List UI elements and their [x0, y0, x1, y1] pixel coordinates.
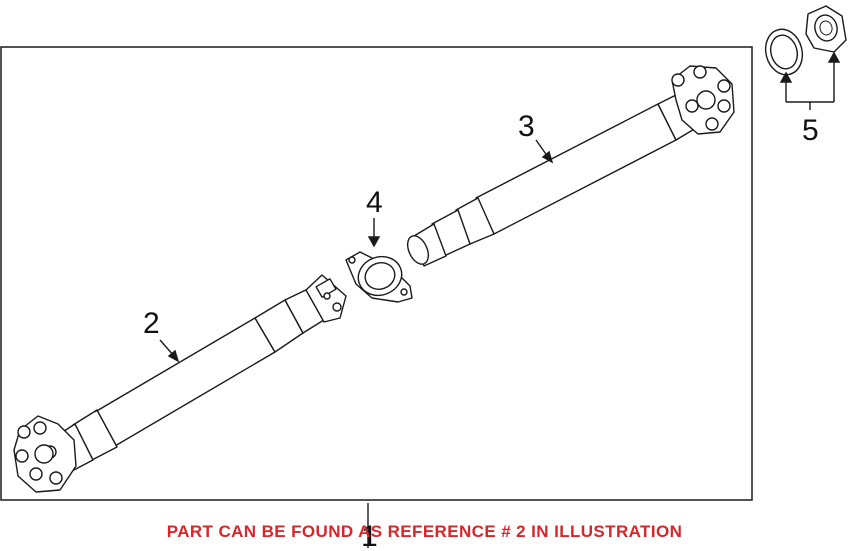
callout-5: 5	[802, 114, 819, 147]
nut[interactable]	[805, 5, 847, 53]
front-driveshaft[interactable]	[13, 274, 347, 493]
callout-4: 4	[366, 186, 383, 219]
center-support-bearing[interactable]	[345, 251, 413, 303]
diagram-frame	[0, 46, 753, 501]
callout-1: 1	[361, 520, 378, 551]
leader-lines	[159, 51, 841, 548]
rear-driveshaft[interactable]	[404, 65, 735, 267]
washer[interactable]	[761, 25, 808, 79]
callout-3: 3	[518, 110, 535, 143]
reference-caption: PART CAN BE FOUND AS REFERENCE # 2 IN IL…	[166, 522, 683, 541]
callout-2: 2	[143, 307, 160, 340]
